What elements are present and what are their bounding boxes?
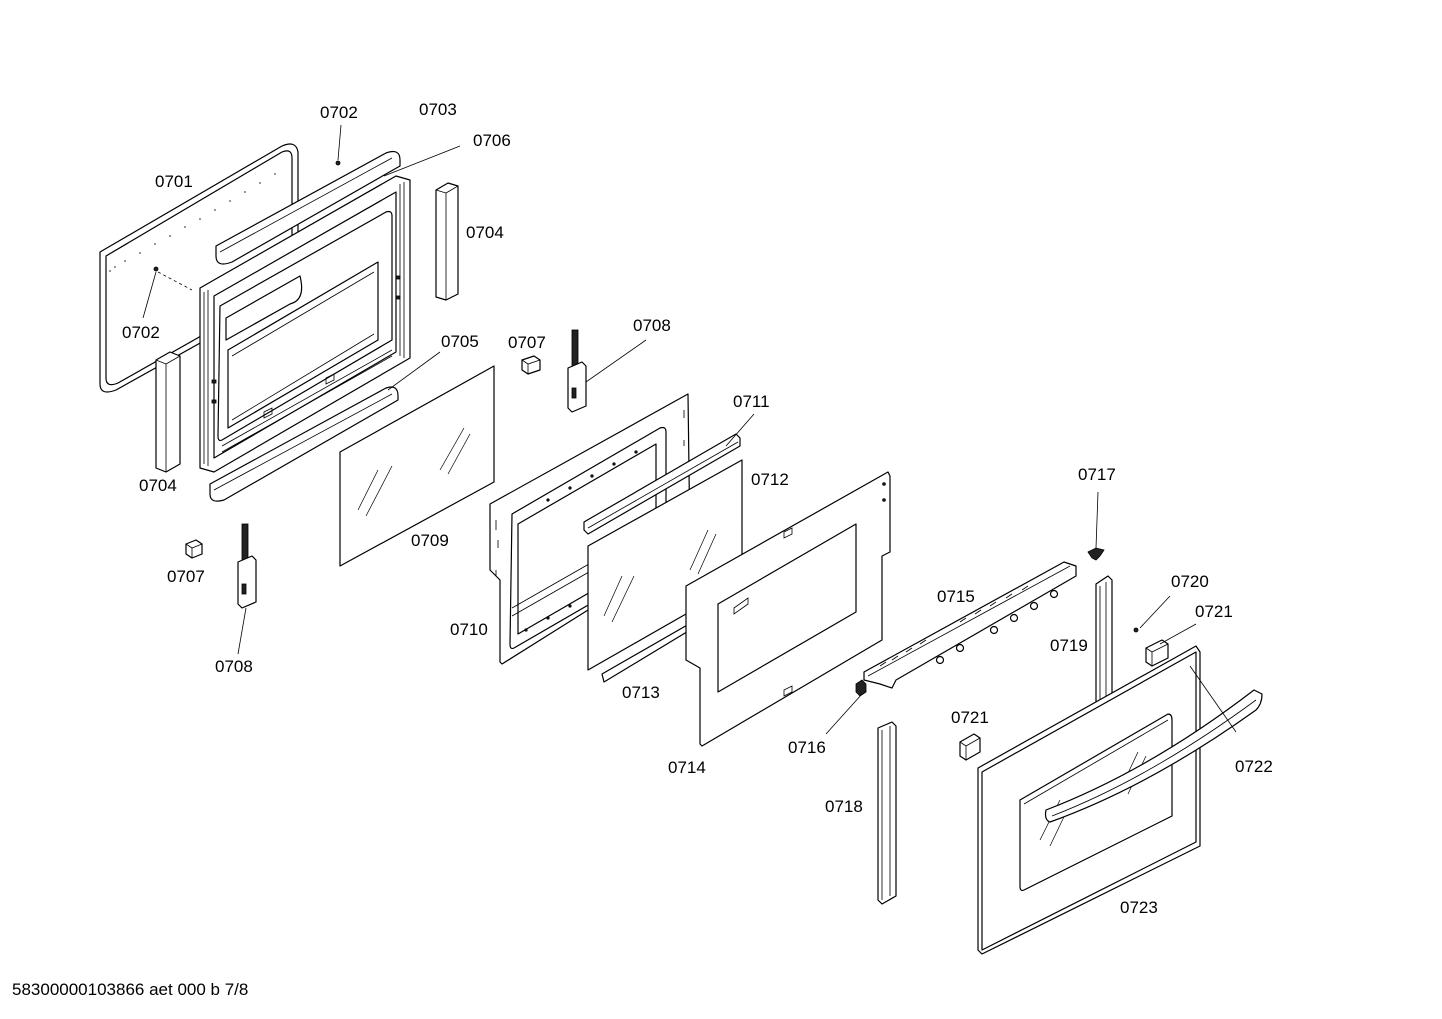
part-0704-side-block-right <box>435 182 459 301</box>
part-0722-handle <box>1044 665 1263 823</box>
label-0716: 0716 <box>788 738 826 757</box>
part-0707-clip-upper <box>521 355 541 375</box>
label-0713: 0713 <box>622 683 660 702</box>
part-0721-bracket-upper <box>1145 623 1197 667</box>
part-0715-vent-strip <box>863 561 1077 689</box>
label-0703: 0703 <box>419 100 457 119</box>
label-0720: 0720 <box>1171 572 1209 591</box>
part-0714-outer-panel <box>685 471 891 747</box>
label-0715: 0715 <box>937 587 975 606</box>
label-0707-upper: 0707 <box>508 333 546 352</box>
label-0723: 0723 <box>1120 898 1158 917</box>
part-0704-side-block-left <box>155 351 181 473</box>
part-0705-bottom-strip <box>209 351 441 502</box>
part-0706-inner-frame <box>199 145 461 473</box>
label-0708-lower: 0708 <box>215 657 253 676</box>
part-0708-hinge-lower <box>237 523 257 655</box>
label-0704-left: 0704 <box>139 476 177 495</box>
label-0722: 0722 <box>1235 757 1273 776</box>
label-0710: 0710 <box>450 620 488 639</box>
label-0717: 0717 <box>1078 465 1116 484</box>
label-0709: 0709 <box>411 531 449 550</box>
label-0705: 0705 <box>441 332 479 351</box>
part-0707-clip-lower <box>185 539 203 559</box>
label-0706: 0706 <box>473 131 511 150</box>
label-0721-lower: 0721 <box>951 708 989 727</box>
part-0711-rail <box>583 413 755 535</box>
label-0708-upper: 0708 <box>633 316 671 335</box>
label-0714: 0714 <box>668 758 706 777</box>
label-0711: 0711 <box>733 392 770 411</box>
part-0703-top-strip <box>215 150 401 265</box>
part-0721-bracket-lower <box>959 733 981 761</box>
part-0720-screw <box>1133 595 1171 633</box>
label-0701: 0701 <box>155 172 193 191</box>
part-0719-side-profile <box>1095 575 1113 707</box>
label-0719: 0719 <box>1050 636 1088 655</box>
part-0702-screw-top <box>335 124 342 166</box>
label-0712: 0712 <box>751 470 789 489</box>
part-0708-hinge-upper <box>567 329 647 413</box>
part-0709-inner-glass <box>339 365 495 567</box>
label-0704-right: 0704 <box>466 223 504 242</box>
label-0702-left: 0702 <box>122 323 160 342</box>
part-0718-side-profile <box>877 721 897 905</box>
label-0718: 0718 <box>825 797 863 816</box>
document-reference: 58300000103866 aet 000 b 7/8 <box>12 980 249 999</box>
label-0702-top: 0702 <box>320 103 358 122</box>
callout-labels: 0702 0703 0706 0701 0704 0702 0705 0707 … <box>122 100 1273 917</box>
label-0707-lower: 0707 <box>167 567 205 586</box>
part-0716-clip <box>825 679 867 735</box>
label-0721-upper: 0721 <box>1195 602 1233 621</box>
part-0702-screw-left <box>142 266 193 319</box>
part-0717-clip <box>1087 491 1105 561</box>
